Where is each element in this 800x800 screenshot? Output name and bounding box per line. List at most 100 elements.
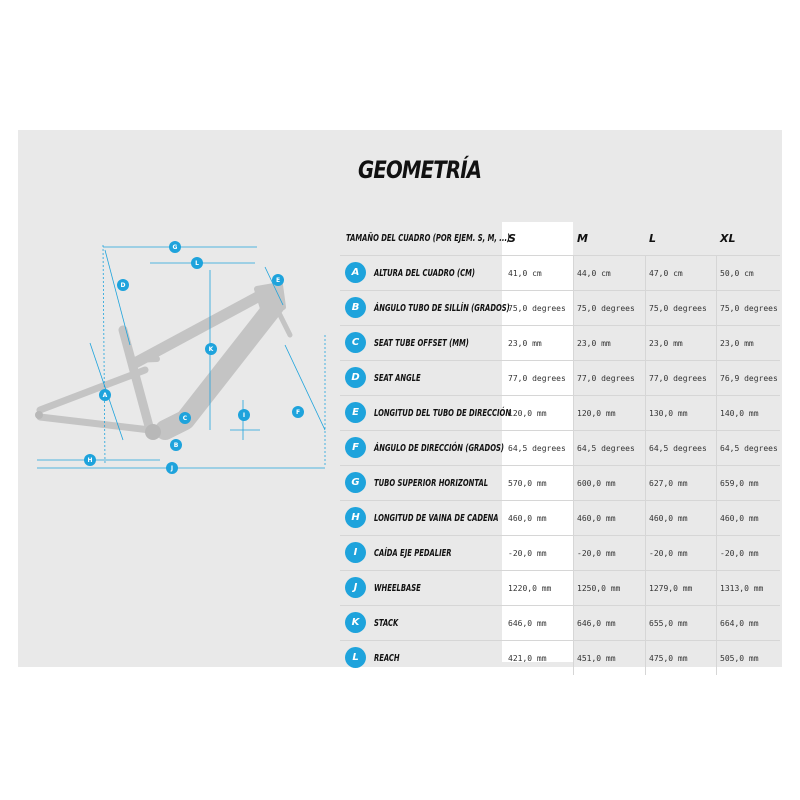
row-value: 76,9 degrees xyxy=(720,373,778,383)
column-divider xyxy=(645,466,646,500)
row-value: 75,0 degrees xyxy=(720,303,778,313)
row-value: 451,0 mm xyxy=(577,653,616,663)
shock-link xyxy=(130,356,160,363)
row-value: 421,0 mm xyxy=(508,653,547,663)
row-value: 460,0 mm xyxy=(649,513,688,523)
column-divider xyxy=(716,326,717,360)
row-label: LONGITUD DE VAINA DE CADENA xyxy=(374,512,499,524)
column-divider xyxy=(645,536,646,570)
row-value: 646,0 mm xyxy=(577,618,616,628)
svg-text:E: E xyxy=(276,277,280,284)
column-divider xyxy=(716,291,717,325)
row-value: -20,0 mm xyxy=(720,548,759,558)
row-value: 75,0 degrees xyxy=(649,303,707,313)
row-value: 64,5 degrees xyxy=(577,443,635,453)
marker-l: L xyxy=(191,257,203,269)
column-divider xyxy=(716,606,717,640)
row-value: 64,5 degrees xyxy=(649,443,707,453)
row-value: -20,0 mm xyxy=(508,548,547,558)
table-row: F ÁNGULO DE DIRECCIÓN (GRADOS) 64,5 degree… xyxy=(340,431,780,466)
size-header-s: S xyxy=(508,232,516,245)
chain-stay xyxy=(36,413,154,434)
measure-d xyxy=(104,249,131,346)
marker-c: C xyxy=(179,412,191,424)
row-value: 664,0 mm xyxy=(720,618,759,628)
column-divider xyxy=(645,291,646,325)
row-value: 77,0 degrees xyxy=(508,373,566,383)
column-divider xyxy=(573,291,574,325)
marker-g: G xyxy=(169,241,181,253)
row-value: 646,0 mm xyxy=(508,618,547,628)
size-header-l: L xyxy=(649,232,657,245)
row-value: 1220,0 mm xyxy=(508,583,552,593)
svg-text:F: F xyxy=(296,409,300,416)
fork-line xyxy=(272,302,293,338)
column-divider xyxy=(573,571,574,605)
row-value: 77,0 degrees xyxy=(577,373,635,383)
svg-text:J: J xyxy=(170,465,173,472)
row-value: 120,0 mm xyxy=(508,408,547,418)
column-divider xyxy=(645,396,646,430)
column-divider xyxy=(573,431,574,465)
svg-text:C: C xyxy=(183,415,188,422)
row-value: 140,0 mm xyxy=(720,408,759,418)
column-divider xyxy=(573,536,574,570)
marker-e: E xyxy=(272,274,284,286)
row-badge: B xyxy=(345,297,366,318)
row-value: 600,0 mm xyxy=(577,478,616,488)
column-divider xyxy=(573,501,574,535)
column-divider xyxy=(573,466,574,500)
marker-b: B xyxy=(170,439,182,451)
row-badge: I xyxy=(345,542,366,563)
column-divider xyxy=(716,361,717,395)
size-header-xl: XL xyxy=(720,232,736,245)
row-label: SEAT ANGLE xyxy=(374,372,421,384)
row-value: 505,0 mm xyxy=(720,653,759,663)
guide-left xyxy=(102,244,106,466)
page-title: GEOMETRÍA xyxy=(358,156,482,184)
column-divider xyxy=(716,431,717,465)
column-divider xyxy=(645,501,646,535)
row-label: REACH xyxy=(374,652,400,664)
row-label: STACK xyxy=(374,617,399,629)
column-divider xyxy=(716,396,717,430)
row-value: 130,0 mm xyxy=(649,408,688,418)
row-badge: L xyxy=(345,647,366,668)
column-divider xyxy=(645,361,646,395)
column-divider xyxy=(573,361,574,395)
row-value: 1313,0 mm xyxy=(720,583,764,593)
seat-tube xyxy=(118,325,155,435)
row-value: 47,0 cm xyxy=(649,268,683,278)
row-label: SEAT TUBE OFFSET (MM) xyxy=(374,337,469,349)
column-divider xyxy=(573,396,574,430)
row-value: 570,0 mm xyxy=(508,478,547,488)
row-value: 460,0 mm xyxy=(720,513,759,523)
row-label: ÁNGULO DE DIRECCIÓN (GRADOS) xyxy=(374,442,504,454)
svg-text:G: G xyxy=(173,244,178,251)
marker-f: F xyxy=(292,406,304,418)
size-header-m: M xyxy=(577,232,588,245)
marker-h: H xyxy=(84,454,96,466)
row-badge: D xyxy=(345,367,366,388)
row-badge: F xyxy=(345,437,366,458)
header-label: TAMAÑO DEL CUADRO (POR EJEM. S, M, ...) xyxy=(346,233,511,244)
row-badge: G xyxy=(345,472,366,493)
column-divider xyxy=(645,326,646,360)
row-value: 23,0 mm xyxy=(577,338,611,348)
column-divider xyxy=(573,606,574,640)
column-divider xyxy=(716,641,717,675)
row-badge: K xyxy=(345,612,366,633)
row-value: 460,0 mm xyxy=(508,513,547,523)
column-divider xyxy=(716,256,717,290)
row-value: 659,0 mm xyxy=(720,478,759,488)
column-divider xyxy=(716,466,717,500)
row-value: 41,0 cm xyxy=(508,268,542,278)
measure-f xyxy=(284,344,326,431)
